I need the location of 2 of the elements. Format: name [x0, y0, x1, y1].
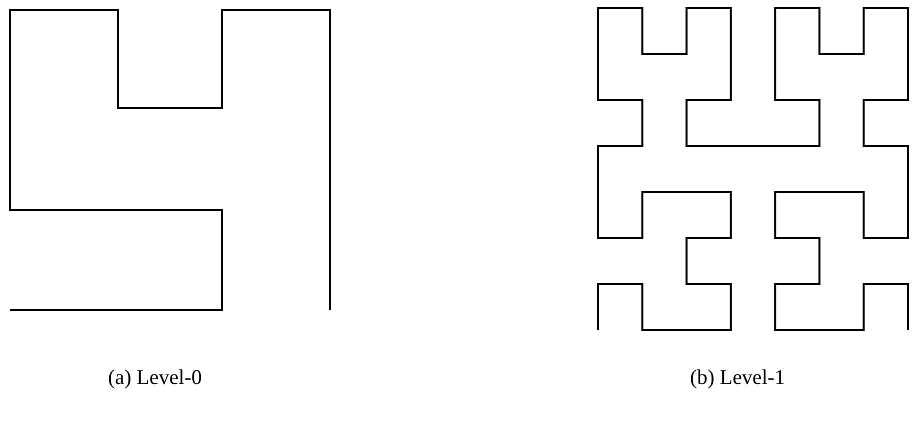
caption: (a) Level-0: [108, 365, 202, 390]
caption: (b) Level-1: [690, 365, 786, 390]
